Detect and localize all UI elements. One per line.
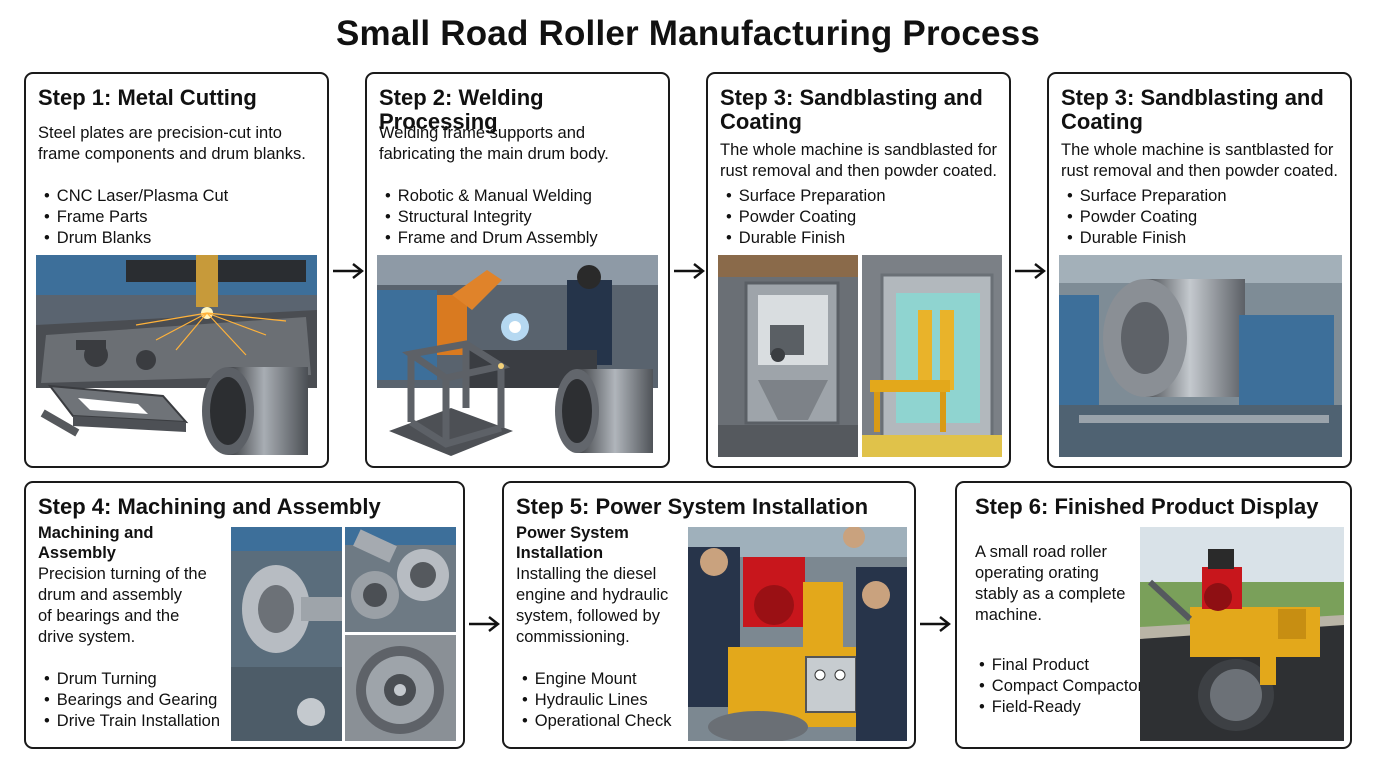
arrow-right-icon [672,261,706,281]
gear-hub-photo [345,635,456,741]
step-card-1: Step 1: Metal Cutting Steel plates are p… [24,72,329,468]
list-item: Surface Preparation [726,186,886,207]
step-heading: Step 3: Sandblasting and Coating [1061,85,1324,134]
step-card-7: Step 6: Finished Product Display A small… [955,481,1352,749]
bearing-shaft-photo [345,527,456,632]
list-item: Structural Integrity [385,207,598,228]
step-heading: Step 6: Finished Product Display [975,494,1319,519]
step-bullets: Drum Turning Bearings and Gearing Drive … [44,669,220,732]
step-subheading: Machining and Assembly [38,524,154,562]
step-bullets: Robotic & Manual Welding Structural Inte… [385,186,598,249]
list-item: Powder Coating [1067,207,1227,228]
step-description: Precision turning of the drum and assemb… [38,565,207,646]
step-heading: Step 3: Sandblasting and Coating [720,85,983,134]
list-item: CNC Laser/Plasma Cut [44,186,228,207]
step-heading: Step 2: Welding Processing [379,85,544,134]
arrow-right-icon [1013,261,1047,281]
step-card-2: Step 2: Welding Processing Welding frame… [365,72,670,468]
powder-coating-booth-photo [862,255,1002,457]
sandblasting-booth-photo [718,255,858,457]
frame-parts-photo [38,374,193,462]
list-item: Drum Turning [44,669,220,690]
step-bullets: Final Product Compact Compactor Field-Re… [979,655,1143,718]
laser-cutting-photo [36,255,317,388]
step-bullets: Surface Preparation Powder Coating Durab… [726,186,886,249]
arrow-right-icon [467,614,501,634]
engine-installation-photo [688,527,907,741]
list-item: Operational Check [522,711,672,732]
step-heading: Step 4: Machining and Assembly [38,494,381,519]
step-description: Steel plates are precision-cut into fram… [38,124,306,163]
list-item: Drive Train Installation [44,711,220,732]
drum-body-photo [553,361,659,461]
arrow-right-icon [918,614,952,634]
welded-frame-photo [381,336,521,462]
list-item: Surface Preparation [1067,186,1227,207]
lathe-drum-photo [1059,255,1342,457]
arrow-right-icon [331,261,365,281]
page-title: Small Road Roller Manufacturing Process [335,14,1041,53]
list-item: Durable Finish [1067,228,1227,249]
list-item: Field-Ready [979,697,1143,718]
finished-roller-photo [1140,527,1344,741]
list-item: Final Product [979,655,1143,676]
lathe-chuck-photo [231,527,342,741]
list-item: Engine Mount [522,669,671,690]
step-card-5: Step 4: Machining and Assembly Machining… [24,481,465,749]
step-bullets: Surface Preparation Powder Coating Durab… [1067,186,1227,249]
step-description: A small road roller operating orating st… [975,543,1126,624]
step-subheading: Power System Installation [516,524,629,562]
list-item: Bearings and Gearing [44,690,220,711]
list-item: Hydraulic Lines [522,690,671,711]
step-heading: Step 5: Power System Installation [516,494,869,519]
list-item: Robotic & Manual Welding [385,186,598,207]
list-item: Drum Blanks [44,228,228,249]
step-card-3: Step 3: Sandblasting and Coating The who… [706,72,1011,468]
list-item: Durable Finish [726,228,886,249]
step-description: The whole machine is sandblasted for rus… [720,141,997,180]
step-description: Installing the diesel engine and hydraul… [516,565,669,646]
step-card-6: Step 5: Power System Installation Power … [502,481,916,749]
list-item: Compact Compactor [979,676,1143,697]
step-bullets: CNC Laser/Plasma Cut Frame Parts Drum Bl… [44,186,228,249]
step-heading: Step 1: Metal Cutting [38,85,257,110]
list-item: Frame and Drum Assembly [385,228,598,249]
step-bullets: Engine Mount Hydraulic Lines Operational… [522,669,672,732]
step-card-4: Step 3: Sandblasting and Coating The who… [1047,72,1352,468]
step-description: Welding frame supports and fabricating t… [379,124,609,163]
list-item: Powder Coating [726,207,886,228]
list-item: Frame Parts [44,207,228,228]
drum-blank-photo [198,359,316,464]
step-description: The whole machine is santblasted for rus… [1061,141,1338,180]
